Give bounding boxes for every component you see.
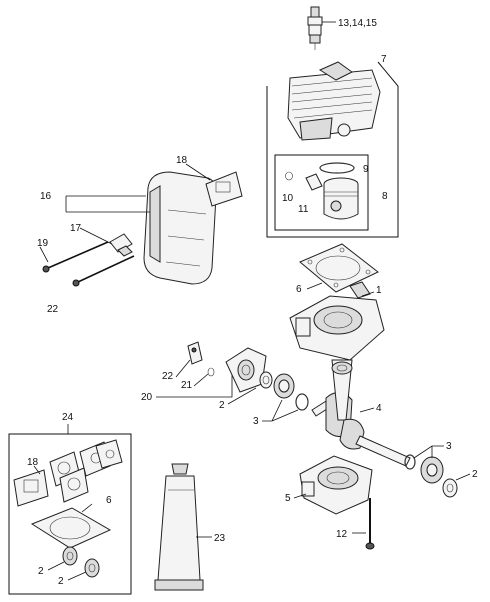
- piston-pin[interactable]: [305, 173, 323, 191]
- fitting[interactable]: [109, 233, 133, 257]
- label-13-14-15: 13,14,15: [338, 18, 377, 29]
- leader-2-set-a: [47, 561, 65, 571]
- bracket[interactable]: [187, 341, 203, 365]
- label-9: 9: [363, 164, 369, 175]
- leader-1: [361, 291, 375, 297]
- label-22: 22: [47, 304, 59, 315]
- oil-seal-carrier[interactable]: [225, 347, 267, 393]
- leader-4: [359, 407, 375, 413]
- label-18: 18: [176, 155, 188, 166]
- set-cylinder-gasket[interactable]: [30, 507, 112, 549]
- label-4: 4: [376, 403, 382, 414]
- label-23: 23: [214, 533, 226, 544]
- label-6: 6: [106, 495, 112, 506]
- leader-3-left: [262, 399, 299, 422]
- oil-seal[interactable]: [442, 478, 458, 498]
- leader-2-right: [455, 473, 471, 481]
- label-1: 1: [376, 285, 382, 296]
- piston-pin-circlip[interactable]: [285, 171, 293, 181]
- circlip[interactable]: [404, 454, 416, 470]
- muffler[interactable]: [143, 171, 217, 285]
- leader-18-top: [185, 163, 211, 181]
- label-8: 8: [382, 191, 388, 202]
- label-18: 18: [27, 457, 39, 468]
- label-2: 2: [219, 400, 225, 411]
- crankcase-upper[interactable]: [289, 281, 385, 361]
- label-2: 2: [472, 469, 478, 480]
- label-21: 21: [181, 380, 193, 391]
- label-2: 2: [58, 576, 64, 587]
- ball-bearing[interactable]: [420, 456, 444, 484]
- crankcase-screw[interactable]: [365, 498, 375, 550]
- label-11: 11: [298, 204, 309, 215]
- label-24: 24: [62, 412, 74, 423]
- gasket-set-box: [8, 433, 132, 595]
- label-6: 6: [296, 284, 302, 295]
- label-3: 3: [253, 416, 259, 427]
- circlip[interactable]: [295, 393, 309, 411]
- leader-2-set-b: [67, 571, 87, 581]
- set-muffler-gasket[interactable]: [13, 469, 49, 507]
- crankshaft[interactable]: [311, 359, 411, 467]
- set-oil-seal[interactable]: [84, 558, 100, 578]
- label-19: 19: [37, 238, 49, 249]
- leader-17: [79, 227, 113, 245]
- washer[interactable]: [207, 367, 215, 377]
- leader-3-right: [413, 445, 444, 459]
- piston[interactable]: [323, 177, 359, 220]
- ball-bearing[interactable]: [273, 373, 295, 399]
- cylinder[interactable]: [287, 61, 381, 141]
- label-16: 16: [40, 191, 52, 202]
- leader-5: [293, 493, 307, 499]
- label-22: 22: [162, 371, 174, 382]
- leader-20: [156, 368, 233, 398]
- leader-22: [175, 359, 191, 378]
- set-gasket-d[interactable]: [95, 439, 123, 469]
- muffler-screw[interactable]: [72, 255, 135, 287]
- label-2: 2: [38, 566, 44, 577]
- piston-kit-box: [274, 154, 369, 231]
- sealant-tube[interactable]: [154, 463, 204, 591]
- cylinder-kit-box: [266, 61, 399, 238]
- leader-6-top: [306, 282, 323, 290]
- label-12: 12: [336, 529, 348, 540]
- label-17: 17: [70, 223, 82, 234]
- leader-6-set: [81, 503, 93, 513]
- set-oil-seal[interactable]: [62, 546, 78, 566]
- leader-18-set: [33, 465, 41, 475]
- set-gasket-b[interactable]: [59, 467, 89, 503]
- leader-2-mid: [227, 387, 257, 405]
- label-5: 5: [285, 493, 291, 504]
- leader-21: [193, 373, 209, 387]
- label-20: 20: [141, 392, 153, 403]
- spark-plug[interactable]: [307, 6, 323, 50]
- muffler-gasket[interactable]: [205, 171, 243, 207]
- cylinder-base-gasket[interactable]: [299, 243, 379, 293]
- leader-19: [39, 246, 49, 263]
- label-7: 7: [381, 54, 387, 65]
- piston-ring[interactable]: [319, 162, 355, 174]
- muffler-screw[interactable]: [42, 241, 109, 273]
- label-10: 10: [282, 193, 294, 204]
- label-3: 3: [446, 441, 452, 452]
- crankcase-lower[interactable]: [299, 455, 373, 515]
- oil-seal[interactable]: [259, 371, 273, 389]
